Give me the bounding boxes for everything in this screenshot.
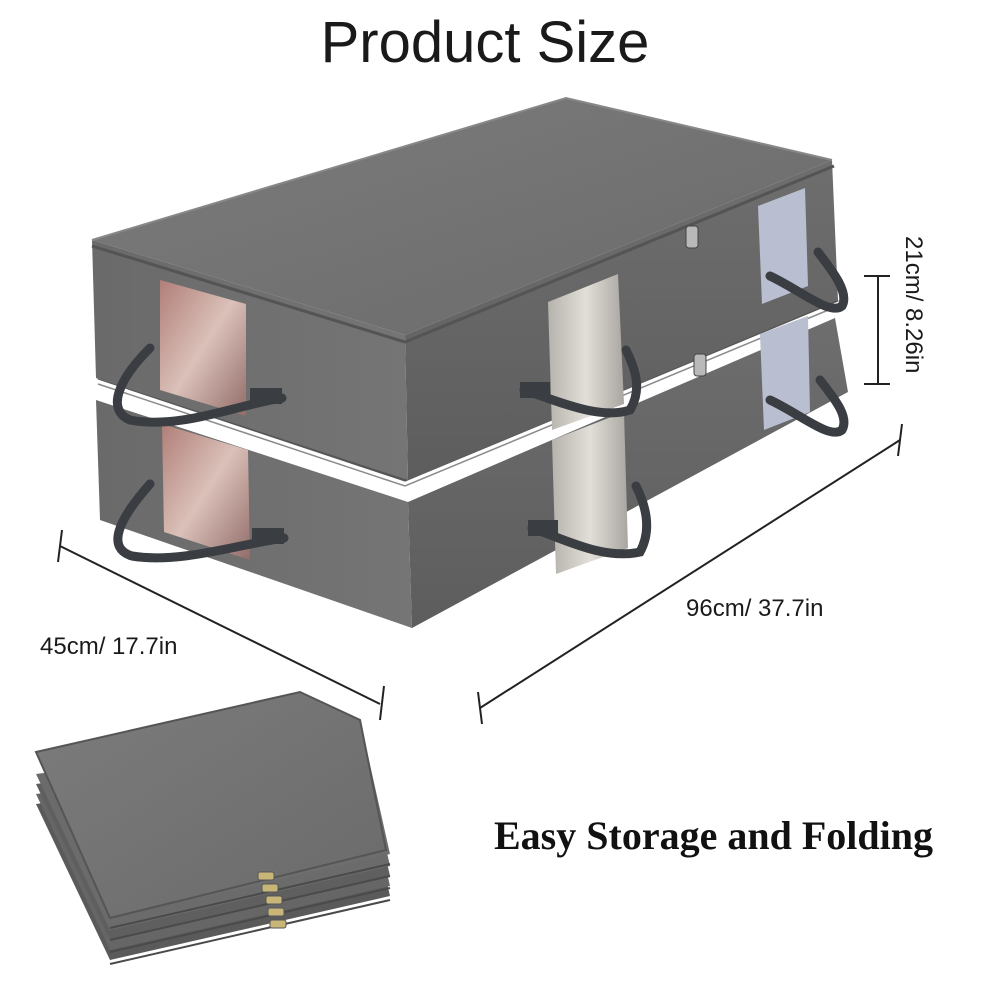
upper-window-front [160, 280, 246, 416]
handle-upper-front [112, 343, 287, 427]
handle-lower-far [765, 375, 849, 437]
length-dimension-line [477, 423, 903, 725]
lower-window-side [552, 412, 628, 574]
handle-lower-side [527, 481, 652, 559]
feature-tagline: Easy Storage and Folding [494, 813, 933, 858]
height-dimension-label: 21cm/ 8.26in [900, 236, 927, 374]
lower-window-front [162, 424, 250, 560]
zipper-pull-upper [685, 225, 699, 249]
handle-lower-front [113, 479, 289, 563]
handle-upper-far [765, 247, 849, 313]
page-title: Product Size [320, 10, 650, 75]
handle-upper-side [519, 345, 642, 418]
zipper-pull-lower [693, 353, 707, 377]
width-dimension-line [57, 529, 385, 721]
width-dimension-label: 45cm/ 17.7in [40, 633, 178, 660]
upper-window-side [548, 274, 624, 430]
length-dimension-label: 96cm/ 37.7in [686, 595, 824, 622]
height-dimension-line [864, 275, 890, 385]
folded-bags-stack [34, 690, 391, 965]
